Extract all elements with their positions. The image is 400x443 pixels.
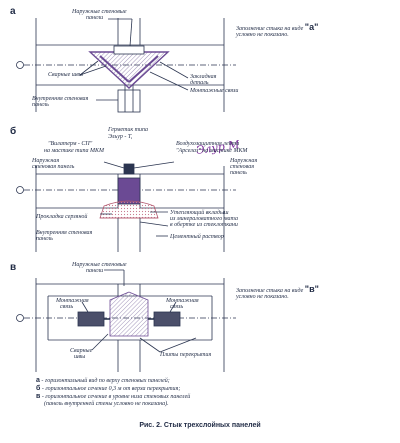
label-a-embedded-1: Закладная bbox=[190, 74, 217, 80]
label-b-air-1: Воздухозащитная лента bbox=[176, 141, 240, 147]
section-a-drawing bbox=[16, 18, 236, 113]
label-c-mount-right-2: связь bbox=[170, 304, 184, 310]
label-a-inner-1: Внутренняя стеновая bbox=[32, 96, 89, 102]
legend-b: б - горизонтальное сечение 0,3 м от верх… bbox=[36, 385, 181, 392]
label-b-inner-1: Внутренняя стеновая bbox=[36, 230, 93, 236]
label-b-outer-left-1: Наружная bbox=[32, 158, 60, 164]
label-a-mounting: Монтажные связи bbox=[190, 88, 239, 94]
label-b-air-2: "Арселаз" на мастике МКМ bbox=[176, 148, 248, 154]
legend-a: а - горизонтальный вид по верху стеновых… bbox=[36, 377, 170, 384]
label-c-slabs: Плиты перекрытия bbox=[160, 352, 212, 358]
legend-c: в - горизонтальное сечение в уровне низа… bbox=[36, 393, 191, 400]
label-b-outer-right-2: стеновая bbox=[230, 164, 254, 170]
label-b-sealant-1: Герметик типа bbox=[108, 127, 148, 133]
label-b-insert-3: в обертке из стеклоткани bbox=[170, 222, 238, 228]
label-a-welded: Сварные швы bbox=[48, 72, 83, 78]
label-a-note-1: Заполнение стыка на виде "а" bbox=[236, 22, 319, 33]
label-b-cement: Цементный раствор bbox=[170, 234, 224, 240]
figure-caption: Рис. 2. Стык трехслойных панелей bbox=[139, 422, 261, 429]
section-b-letter: б bbox=[10, 126, 17, 137]
label-b-outer-left-2: стеновая панель bbox=[32, 164, 75, 170]
label-b-vilaterm-2: на мастике типа МКМ bbox=[44, 148, 104, 154]
label-b-insert-1: Утепляющий вкладыш bbox=[170, 210, 229, 216]
label-c-note-2: условно не показано. bbox=[236, 294, 289, 300]
label-c-outer-1: Наружные стеновые bbox=[72, 262, 127, 268]
label-a-note-2: условно не показано. bbox=[236, 32, 289, 38]
label-b-sealant-2: Эльур - Т, bbox=[108, 134, 133, 140]
label-a-outer-2: панели bbox=[86, 15, 104, 21]
label-c-mount-left-1: Монтажная bbox=[56, 298, 89, 304]
label-b-outer-right-3: панель bbox=[230, 170, 247, 176]
label-a-inner-2: панель bbox=[32, 102, 49, 108]
label-b-tar: Прокладка серзяной bbox=[36, 214, 88, 220]
section-a-letter: а bbox=[10, 6, 16, 17]
label-c-note-1: Заполнение стыка на виде "в" bbox=[236, 284, 319, 295]
label-b-insert-2: из минераловатного мата bbox=[170, 216, 238, 222]
label-b-outer-right-1: Наружная bbox=[230, 158, 258, 164]
label-b-vilaterm-1: "Вилатерм - СП" bbox=[48, 141, 93, 147]
section-b-drawing bbox=[16, 161, 236, 252]
label-a-embedded-2: деталь bbox=[190, 80, 209, 86]
section-c-letter: в bbox=[10, 262, 17, 273]
label-b-inner-2: панель bbox=[36, 236, 53, 242]
label-c-welded-1: Сварные bbox=[70, 348, 93, 354]
label-a-outer-1: Наружные стеновые bbox=[72, 9, 127, 15]
label-c-mount-left-2: связь bbox=[60, 304, 74, 310]
label-c-welded-2: швы bbox=[74, 354, 86, 360]
legend-c-2: (панель внутренней стены условно не пока… bbox=[44, 401, 169, 407]
label-c-outer-2: панели bbox=[86, 268, 104, 274]
label-c-mount-right-1: Монтажная bbox=[166, 298, 199, 304]
section-c-drawing bbox=[16, 269, 236, 372]
